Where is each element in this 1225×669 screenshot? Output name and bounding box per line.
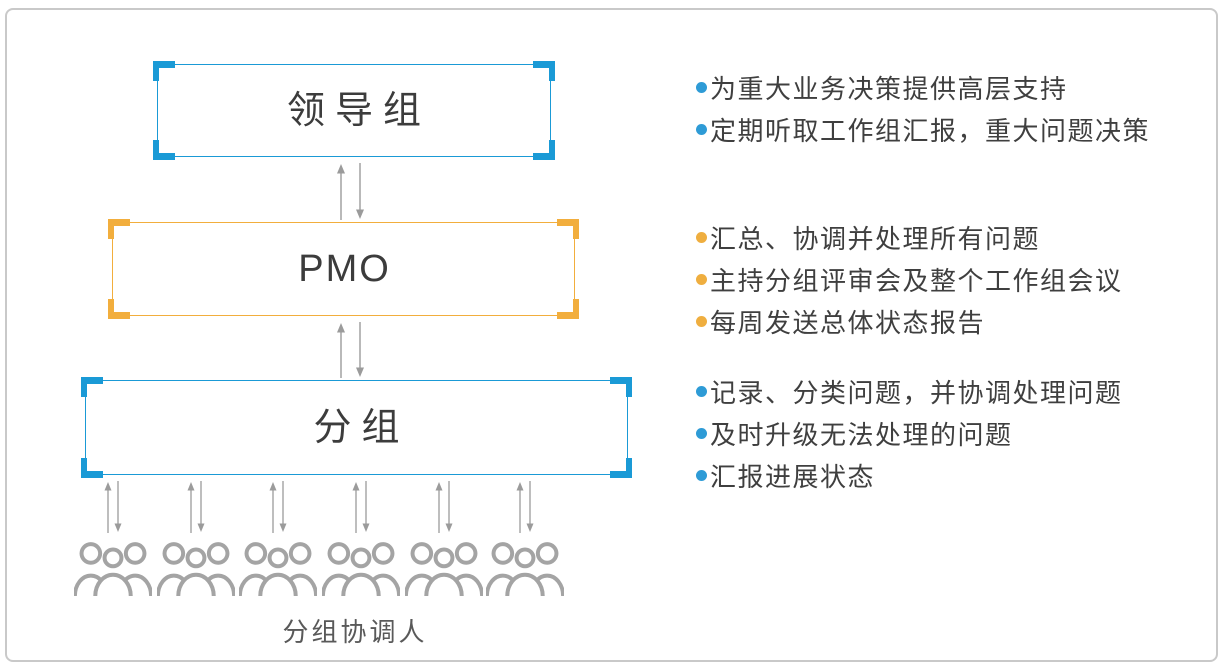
bullet-dot-icon: [696, 273, 707, 285]
up-down-arrows-icon: [337, 322, 364, 378]
slide-frame: 领导组 PMO 分组: [5, 8, 1218, 662]
leadership-group-box: 领导组: [153, 61, 555, 160]
corner-bracket-icon: [108, 219, 130, 239]
bullet-text: 及时升级无法处理的问题: [710, 419, 1013, 450]
list-item: 汇报进展状态: [696, 454, 1123, 496]
bullet-dot-icon: [696, 385, 707, 397]
people-group-icon: [486, 542, 564, 596]
people-group-icon: [157, 542, 235, 596]
bullet-text: 汇报进展状态: [710, 461, 876, 492]
subgroup-bullet-list: 记录、分类问题，并协调处理问题 及时升级无法处理的问题 汇报进展状态: [696, 370, 1123, 496]
pmo-box: PMO: [108, 219, 579, 319]
bullet-text: 记录、分类问题，并协调处理问题: [710, 377, 1123, 408]
people-group-icon: [405, 542, 483, 596]
bullet-text: 每周发送总体状态报告: [710, 307, 986, 338]
corner-bracket-icon: [81, 377, 103, 397]
up-down-arrows-icon: [187, 481, 205, 533]
up-down-arrows-icon: [352, 481, 370, 533]
coordinators-caption: 分组协调人: [282, 617, 428, 647]
corner-bracket-icon: [533, 140, 555, 160]
up-down-arrows-icon: [435, 481, 453, 533]
subgroup-box: 分组: [81, 377, 632, 478]
up-down-arrows-icon: [269, 481, 287, 533]
subgroup-label: 分组: [313, 406, 410, 449]
list-item: 定期听取工作组汇报，重大问题决策: [696, 108, 1150, 150]
bullet-dot-icon: [696, 469, 707, 481]
list-item: 每周发送总体状态报告: [696, 300, 1123, 342]
corner-bracket-icon: [533, 61, 555, 81]
bullet-dot-icon: [696, 231, 707, 243]
up-down-arrows-icon: [337, 163, 364, 220]
bullet-text: 主持分组评审会及整个工作组会议: [710, 265, 1123, 296]
corner-bracket-icon: [153, 61, 175, 81]
people-group-icon: [322, 542, 400, 596]
up-down-arrows-icon: [104, 481, 122, 533]
corner-bracket-icon: [557, 219, 579, 239]
people-group-icon: [74, 542, 152, 596]
up-down-arrows-icon: [516, 481, 534, 533]
bullet-dot-icon: [696, 81, 707, 93]
list-item: 及时升级无法处理的问题: [696, 412, 1123, 454]
bullet-text: 为重大业务决策提供高层支持: [710, 73, 1068, 104]
list-item: 记录、分类问题，并协调处理问题: [696, 370, 1123, 412]
list-item: 汇总、协调并处理所有问题: [696, 216, 1123, 258]
bullet-dot-icon: [696, 427, 707, 439]
leadership-group-label: 领导组: [286, 89, 431, 132]
list-item: 主持分组评审会及整个工作组会议: [696, 258, 1123, 300]
bullet-text: 汇总、协调并处理所有问题: [710, 223, 1041, 254]
bullet-dot-icon: [696, 315, 707, 327]
corner-bracket-icon: [610, 377, 632, 397]
corner-bracket-icon: [610, 458, 632, 478]
people-group-icon: [239, 542, 317, 596]
list-item: 为重大业务决策提供高层支持: [696, 66, 1150, 108]
bullet-dot-icon: [696, 123, 707, 135]
leadership-bullet-list: 为重大业务决策提供高层支持 定期听取工作组汇报，重大问题决策: [696, 66, 1150, 150]
corner-bracket-icon: [81, 458, 103, 478]
pmo-bullet-list: 汇总、协调并处理所有问题 主持分组评审会及整个工作组会议 每周发送总体状态报告: [696, 216, 1123, 342]
pmo-label: PMO: [298, 248, 391, 290]
corner-bracket-icon: [108, 299, 130, 319]
bullet-text: 定期听取工作组汇报，重大问题决策: [710, 115, 1151, 146]
corner-bracket-icon: [153, 140, 175, 160]
corner-bracket-icon: [557, 299, 579, 319]
